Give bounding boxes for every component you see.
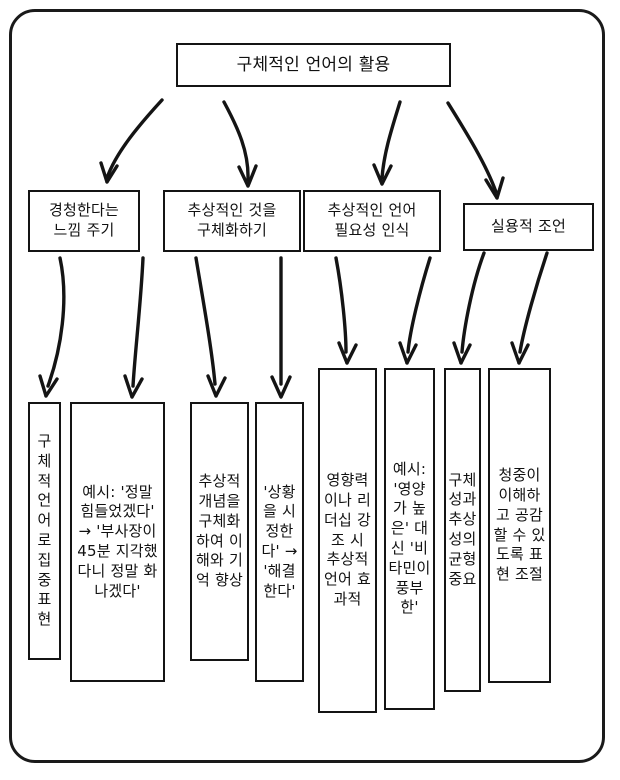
node-level2-active-listening[interactable]: 경청한다는 느낌 주기	[28, 190, 140, 252]
node-level2-abstract-need-label: 추상적인 언어 필요성 인식	[327, 201, 417, 239]
node-level3-audience-empathy-label: 청중이 이해하고 공감할 수 있도록 표현 조절	[493, 466, 546, 584]
node-level3-concrete-focus-label: 구체적 언어로 집중 표현	[37, 432, 57, 629]
node-root-topic[interactable]: 구체적인 언어의 활용	[176, 43, 451, 87]
node-level2-practical-advice-label: 실용적 조언	[491, 217, 566, 236]
node-level3-example-nutrition-label: 예시: '영양가 높은' 대신 '비타민이 풍부한'	[388, 459, 435, 617]
node-level3-balance-importance[interactable]: 구체성과 추상성의 균형 중요	[444, 368, 481, 692]
node-level3-leadership-abstract[interactable]: 영향력이나 리더십 강조 시 추상적 언어 효과적	[318, 368, 377, 713]
node-level3-example-frustration-label: 예시: '정말 힘들었겠다' → '부사장이 45분 지각했다니 정말 화나겠다…	[77, 482, 162, 600]
node-level3-memory-improvement-label: 추상적 개념을 구체화하여 이해와 기억 향상	[196, 472, 246, 590]
node-level2-active-listening-label: 경청한다는 느낌 주기	[48, 201, 119, 239]
node-level3-audience-empathy[interactable]: 청중이 이해하고 공감할 수 있도록 표현 조절	[488, 368, 551, 683]
node-level3-leadership-abstract-label: 영향력이나 리더십 강조 시 추상적 언어 효과적	[324, 471, 374, 608]
node-level3-balance-importance-label: 구체성과 추상성의 균형 중요	[448, 470, 481, 588]
node-level3-example-nutrition[interactable]: 예시: '영양가 높은' 대신 '비타민이 풍부한'	[384, 368, 435, 710]
node-level2-abstract-need[interactable]: 추상적인 언어 필요성 인식	[303, 190, 441, 252]
node-level3-memory-improvement[interactable]: 추상적 개념을 구체화하여 이해와 기억 향상	[190, 402, 249, 661]
node-level2-concretize-abstract[interactable]: 추상적인 것을 구체화하기	[163, 190, 301, 252]
node-level2-practical-advice[interactable]: 실용적 조언	[463, 203, 594, 251]
node-level3-example-rectify[interactable]: '상황을 시정한다' → '해결한다'	[255, 402, 304, 682]
node-level3-example-rectify-label: '상황을 시정한다' → '해결한다'	[261, 482, 303, 600]
node-level2-concretize-abstract-label: 추상적인 것을 구체화하기	[187, 201, 277, 239]
node-level3-concrete-focus[interactable]: 구체적 언어로 집중 표현	[28, 402, 61, 660]
node-level3-example-frustration[interactable]: 예시: '정말 힘들었겠다' → '부사장이 45분 지각했다니 정말 화나겠다…	[70, 402, 165, 682]
node-root-topic-label: 구체적인 언어의 활용	[236, 54, 391, 75]
diagram-outer-frame	[9, 9, 605, 763]
